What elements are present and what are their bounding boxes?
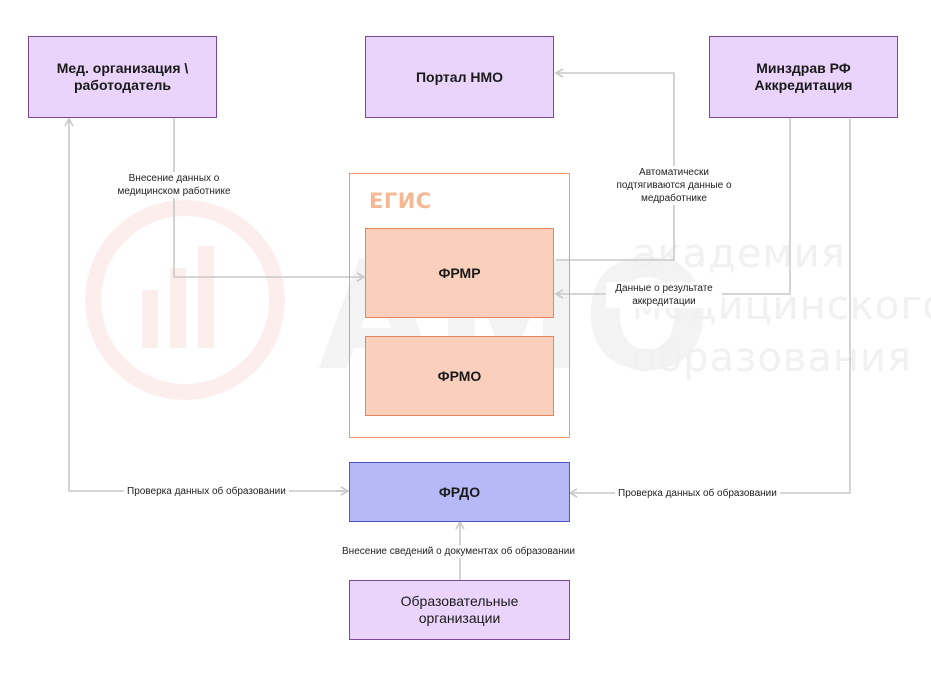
med-org-box: Мед. организация \ работодатель xyxy=(28,36,217,118)
frmo-box: ФРМО xyxy=(365,336,554,416)
frmr-box: ФРМР xyxy=(365,228,554,318)
connector-medorg-frmr xyxy=(173,118,366,282)
label-check-edu-left: Проверка данных об образовании xyxy=(124,485,289,498)
edu-org-box: Образовательные организации xyxy=(349,580,570,640)
frmo-label: ФРМО xyxy=(437,367,482,384)
watermark-line-3: образования xyxy=(632,335,913,381)
label-auto-pull: Автоматически подтягиваются данные о мед… xyxy=(608,166,740,205)
frdo-box: ФРДО xyxy=(349,462,570,522)
med-org-label: Мед. организация \ работодатель xyxy=(56,60,189,93)
label-input-docs: Внесение сведений о документах об образо… xyxy=(339,545,578,558)
label-input-worker: Внесение данных о медицинском работнике xyxy=(102,172,246,198)
label-accreditation-result: Данные о результате аккредитации xyxy=(606,282,722,308)
portal-nmo-box: Портал НМО xyxy=(365,36,554,118)
egis-title: ЕГИС xyxy=(369,189,432,213)
connector-minzdrav-frmr xyxy=(554,118,791,299)
watermark-line-1: академия xyxy=(632,231,846,277)
minzdrav-label: Минздрав РФ Аккредитация xyxy=(754,60,853,93)
label-check-edu-right: Проверка данных об образовании xyxy=(615,487,780,500)
frdo-label: ФРДО xyxy=(438,483,481,500)
minzdrav-box: Минздрав РФ Аккредитация xyxy=(709,36,898,118)
portal-nmo-label: Портал НМО xyxy=(415,68,504,85)
edu-org-label: Образовательные организации xyxy=(400,593,519,626)
egis-frame xyxy=(349,173,570,438)
frmr-label: ФРМР xyxy=(438,264,481,281)
